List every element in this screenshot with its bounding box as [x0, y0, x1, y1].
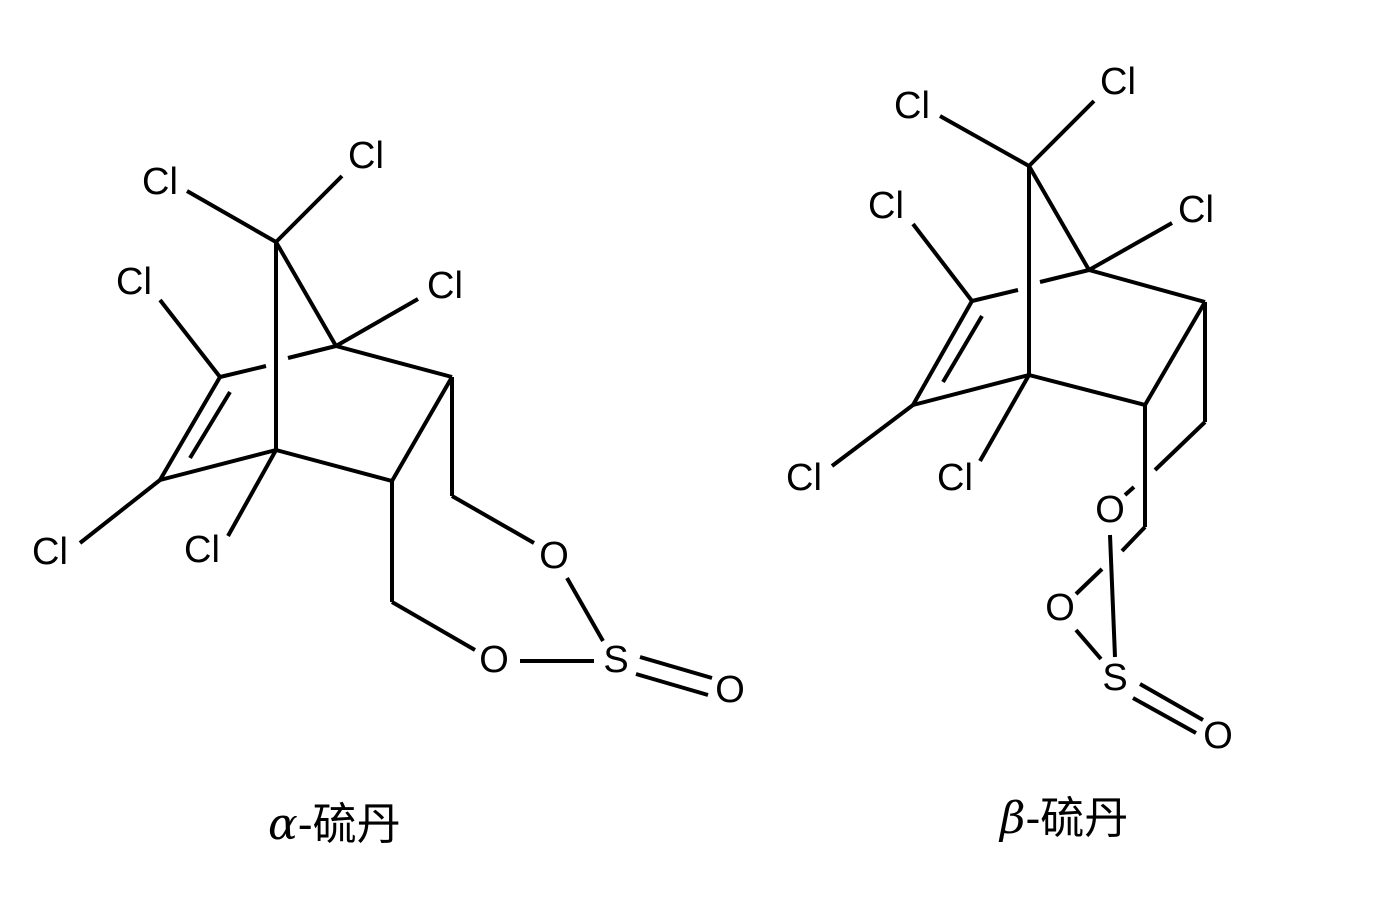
beta-atom: Cl — [1100, 61, 1136, 103]
alpha-endosulfan-structure — [78, 174, 713, 697]
alpha-atom: Cl — [348, 135, 384, 177]
alpha-atom: O — [715, 669, 745, 711]
alpha-atom: Cl — [184, 529, 220, 571]
alpha-symbol: α — [268, 799, 298, 850]
alpha-atom: Cl — [32, 531, 68, 573]
beta-atom: O — [1045, 587, 1075, 629]
alpha-name: -硫丹 — [297, 799, 401, 850]
beta-endosulfan-structure — [830, 99, 1207, 735]
alpha-caption: α-硫丹 — [268, 788, 401, 852]
alpha-atom: Cl — [142, 161, 178, 203]
beta-atom: O — [1095, 489, 1125, 531]
beta-atom: O — [1203, 715, 1233, 757]
alpha-atom: Cl — [116, 261, 152, 303]
beta-atom: S — [1102, 657, 1127, 699]
alpha-atom: O — [539, 535, 569, 577]
beta-symbol: β — [1000, 793, 1026, 844]
beta-atom: Cl — [786, 457, 822, 499]
beta-atom: Cl — [937, 457, 973, 499]
alpha-atom: Cl — [427, 265, 463, 307]
beta-atom: Cl — [868, 185, 904, 227]
alpha-atom-labels: Cl Cl Cl Cl Cl Cl O O S O — [32, 135, 745, 711]
beta-atom-labels: Cl Cl Cl Cl Cl Cl O O S O — [786, 61, 1233, 757]
beta-atom: Cl — [1178, 189, 1214, 231]
alpha-atom: S — [603, 639, 628, 681]
alpha-atom: O — [479, 639, 509, 681]
beta-name: -硫丹 — [1025, 793, 1129, 844]
beta-caption: β-硫丹 — [1000, 782, 1128, 846]
beta-atom: Cl — [894, 85, 930, 127]
